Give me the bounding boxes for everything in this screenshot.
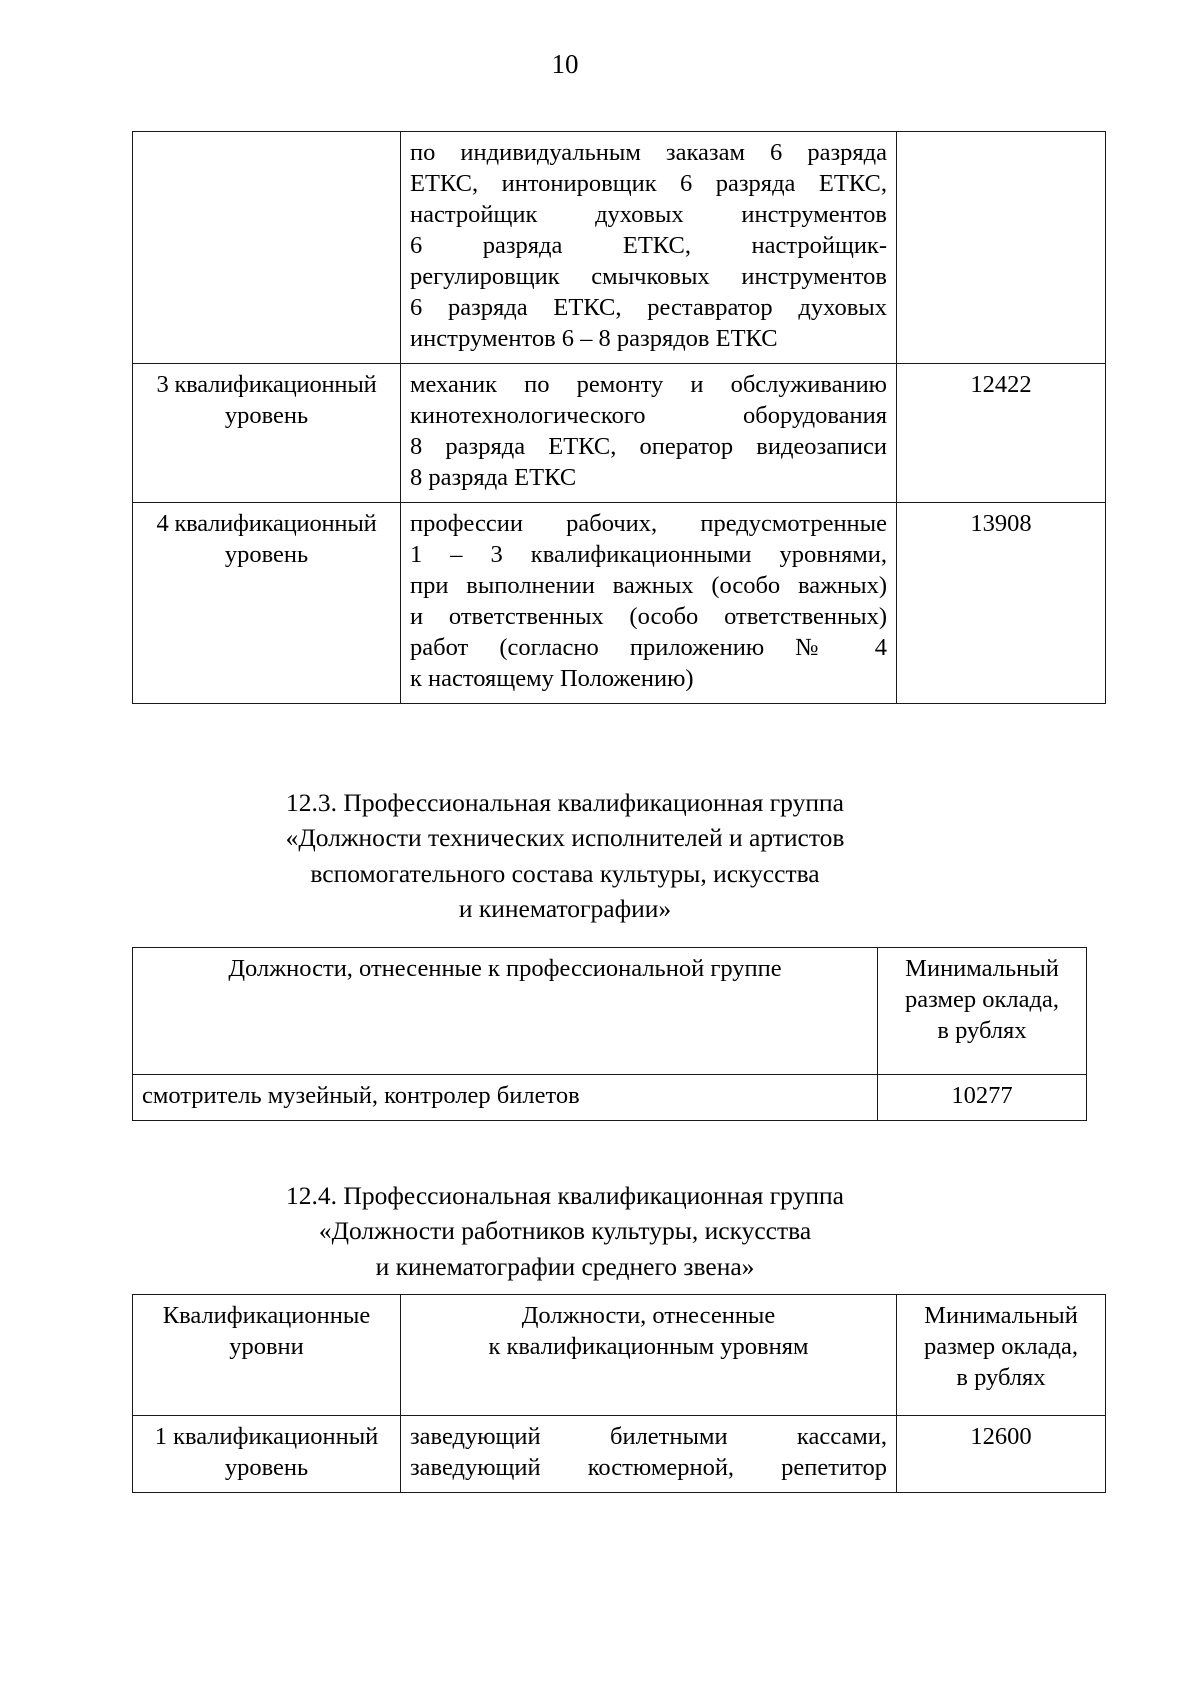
table-row: по индивидуальным заказам 6 разряда ЕТКС… [132, 131, 1106, 364]
duty-line: 8 разряда ЕТКС [410, 463, 577, 491]
heading-line: и кинематографии среднего звена» [375, 1251, 755, 1281]
header-cell-amount: Минимальный размер оклада, в рублях [877, 947, 1087, 1075]
heading-line: и кинематографии» [458, 894, 672, 924]
header-cell-positions: Должности, отнесенные к профессиональной… [132, 947, 878, 1075]
duty-line: заведующий билетными кассами, [410, 1423, 887, 1450]
heading-line: вспомогательного состава культуры, искус… [310, 858, 820, 888]
table-row: 1 квалификационный уровень заведующий би… [132, 1415, 1106, 1493]
duty-line: 6 разряда ЕТКС, реставратор духовых [410, 293, 887, 321]
cell-level: 4 квалификационный уровень [132, 501, 401, 704]
level-line: уровень [224, 540, 309, 568]
table-row: 3 квалификационный уровень механик по ре… [132, 362, 1106, 503]
duty-line: заведующий костюмерной, репетитор [410, 1453, 887, 1481]
cell-amount-empty [896, 131, 1106, 364]
duty-line: кинотехнологического оборудования [410, 401, 887, 429]
cell-level: 3 квалификационный уровень [132, 362, 401, 503]
level-line: уровень [224, 401, 309, 429]
header-levels-line: Квалификационные [162, 1302, 371, 1329]
duty-line: механик по ремонту и обслуживанию [410, 370, 887, 398]
duty-line: и ответственных (особо ответственных) [410, 602, 887, 630]
duty-line: при выполнении важных (особо важных) [410, 571, 887, 599]
header-cell-amount: Минимальный размер оклада, в рублях [896, 1294, 1106, 1416]
cell-duties: профессии рабочих, предусмотренные 1 – 3… [400, 501, 897, 704]
table-header-row: Квалификационные уровни Должности, отнес… [132, 1294, 1106, 1416]
duty-line: 6 разряда ЕТКС, настройщик- [410, 231, 887, 259]
header-positions-line: к квалификационным уровням [488, 1332, 809, 1360]
table-qualification-levels-continued: по индивидуальным заказам 6 разряда ЕТКС… [132, 131, 1106, 704]
level-line: уровень [224, 1453, 309, 1481]
header-amount-line: Минимальный [905, 955, 1059, 982]
cell-amount: 10277 [877, 1074, 1087, 1121]
heading-line: «Должности технических исполнителей и ар… [285, 823, 845, 853]
level-line: 3 квалификационный [156, 370, 377, 398]
cell-level-empty [132, 131, 401, 364]
section-heading-12-4: 12.4. Профессиональная квалификационная … [0, 1178, 1130, 1284]
header-levels-line: уровни [229, 1332, 304, 1360]
table-header-row: Должности, отнесенные к профессиональной… [132, 947, 1087, 1075]
header-amount-line: в рублях [937, 1016, 1027, 1044]
page-number: 10 [551, 49, 579, 79]
duty-line: 1 – 3 квалификационными уровнями, [410, 540, 887, 568]
cell-duties: заведующий билетными кассами, заведующий… [400, 1415, 897, 1493]
cell-amount: 12600 [896, 1415, 1106, 1493]
cell-level: 1 квалификационный уровень [132, 1415, 401, 1493]
duty-line: профессии рабочих, предусмотренные [410, 509, 887, 537]
table-culture-workers-mid-level: Квалификационные уровни Должности, отнес… [132, 1294, 1106, 1493]
header-cell-positions: Должности, отнесенные к квалификационным… [400, 1294, 897, 1416]
header-amount-line: в рублях [956, 1363, 1046, 1391]
duty-line: работ (согласно приложению № 4 [410, 633, 887, 661]
heading-line: 12.3. Профессиональная квалификационная … [286, 788, 844, 817]
cell-amount: 13908 [896, 501, 1106, 704]
header-amount-line: размер оклада, [905, 985, 1059, 1013]
header-cell-levels: Квалификационные уровни [132, 1294, 401, 1416]
table-row: 4 квалификационный уровень профессии раб… [132, 501, 1106, 704]
duty-line: по индивидуальным заказам 6 разряда [410, 139, 887, 166]
heading-line: 12.4. Профессиональная квалификационная … [286, 1181, 844, 1210]
level-line: 1 квалификационный [154, 1423, 379, 1450]
section-heading-12-3: 12.3. Профессиональная квалификационная … [0, 785, 1130, 927]
duty-line: к настоящему Положению) [410, 664, 694, 692]
level-line: 4 квалификационный [156, 509, 377, 537]
cell-duties: по индивидуальным заказам 6 разряда ЕТКС… [400, 131, 897, 364]
duty-line: регулировщик смычковых инструментов [410, 262, 887, 290]
header-amount-line: Минимальный [924, 1302, 1078, 1329]
table-technical-performers: Должности, отнесенные к профессиональной… [132, 947, 1087, 1121]
duty-line: инструментов 6 – 8 разрядов ЕТКС [410, 324, 778, 352]
cell-amount: 12422 [896, 362, 1106, 503]
duty-line: ЕТКС, интонировщик 6 разряда ЕТКС, [410, 169, 887, 197]
table-row: смотритель музейный, контролер билетов 1… [132, 1074, 1087, 1121]
duty-line: 8 разряда ЕТКС, оператор видеозаписи [410, 432, 887, 460]
header-positions-line: Должности, отнесенные [521, 1302, 776, 1329]
heading-line: «Должности работников культуры, искусств… [318, 1216, 812, 1246]
duty-line: настройщик духовых инструментов [410, 200, 887, 228]
cell-positions: смотритель музейный, контролер билетов [132, 1074, 878, 1121]
header-amount-line: размер оклада, [924, 1332, 1078, 1360]
cell-duties: механик по ремонту и обслуживанию киноте… [400, 362, 897, 503]
